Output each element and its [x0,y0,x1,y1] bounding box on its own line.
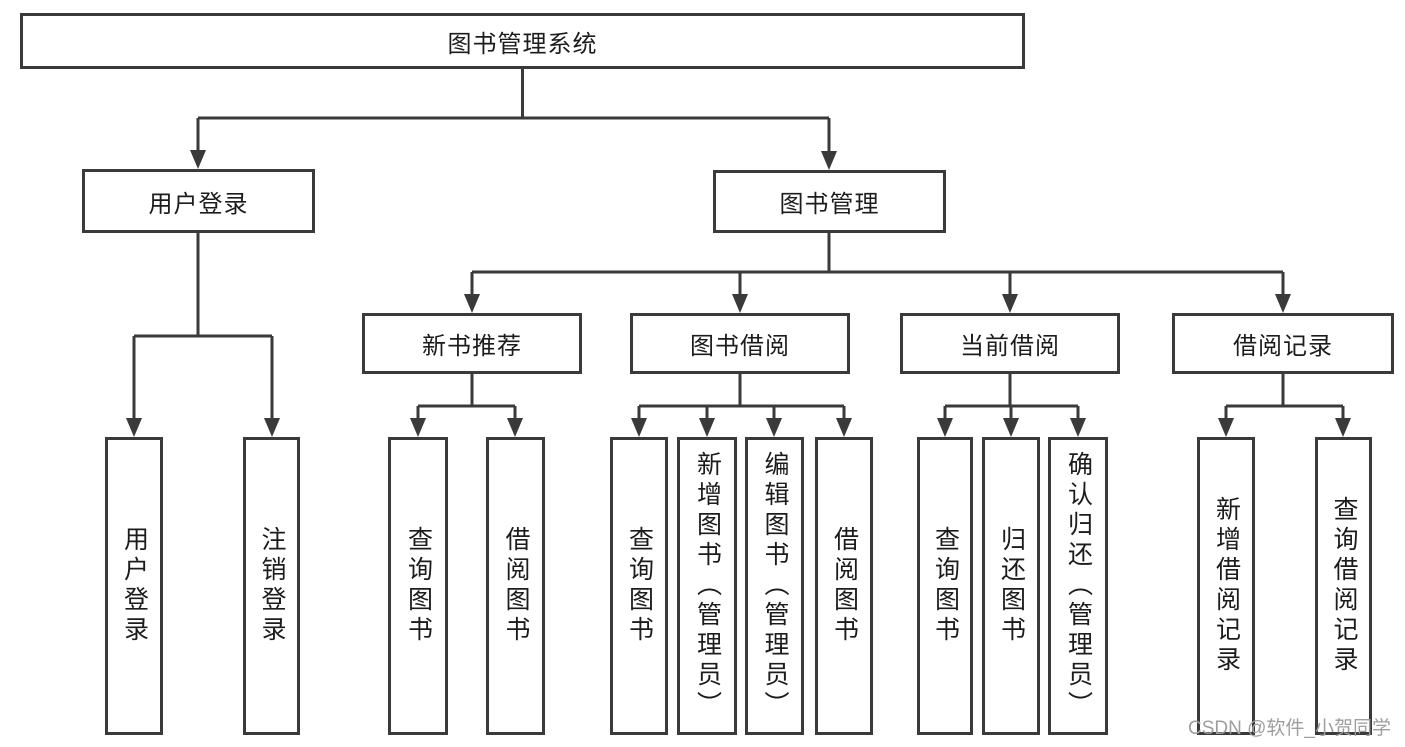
connector-user-login-to-leaves [126,233,280,437]
leaf-newbook-query-books-label: 查询图书 [404,526,433,646]
node-borrowing-records: 借阅记录 [1172,313,1394,374]
leaf-current-confirm-return-admin: 确认归还（管理员） [1048,437,1108,735]
leaf-borrow-borrow-books-label: 借阅图书 [830,526,859,646]
node-book-management: 图书管理 [713,170,946,233]
node-book-borrowing: 图书借阅 [630,313,850,374]
leaf-current-return-books-label: 归还图书 [997,526,1026,646]
leaf-newbook-query-books: 查询图书 [388,437,448,735]
node-current-borrowing: 当前借阅 [900,313,1120,374]
connector-book-borrow-to-leaves [631,374,852,437]
node-library-management-system: 图书管理系统 [20,13,1025,69]
leaf-current-query-books: 查询图书 [917,437,973,735]
leaf-newbook-borrow-books: 借阅图书 [486,437,545,735]
leaf-borrow-borrow-books: 借阅图书 [815,437,873,735]
leaf-borrow-edit-books-admin: 编辑图书（管理员） [745,437,804,735]
leaf-records-query-borrow-record-label: 查询借阅记录 [1330,496,1358,676]
leaf-newbook-borrow-books-label: 借阅图书 [502,526,530,646]
leaf-current-query-books-label: 查询图书 [931,526,960,646]
leaf-records-add-borrow-record: 新增借阅记录 [1197,437,1255,735]
leaf-borrow-query-books: 查询图书 [610,437,668,735]
connector-current-borrow-to-leaves [937,374,1086,437]
leaf-user-login: 用户登录 [105,437,163,735]
leaf-user-login-label: 用户登录 [120,526,149,646]
leaf-borrow-edit-books-admin-label: 编辑图书（管理员） [761,451,789,721]
leaf-current-confirm-return-admin-label: 确认归还（管理员） [1064,451,1093,721]
connector-borrow-records-to-leaves [1218,374,1351,437]
leaf-records-add-borrow-record-label: 新增借阅记录 [1212,496,1241,676]
csdn-watermark: CSDN @软件_小贺同学 [1188,718,1391,739]
leaf-borrow-query-books-label: 查询图书 [625,526,654,646]
leaf-borrow-add-books-admin-label: 新增图书（管理员） [693,451,722,721]
connector-new-book-to-leaves [410,374,523,437]
leaf-current-return-books: 归还图书 [982,437,1040,735]
leaf-logout-login-label: 注销登录 [258,526,286,646]
node-user-login: 用户登录 [82,169,315,233]
connector-book-management-to-level3 [464,233,1291,313]
connector-root-to-level2 [190,69,837,170]
node-new-book-recommend: 新书推荐 [362,313,582,374]
leaf-borrow-add-books-admin: 新增图书（管理员） [677,437,737,735]
leaf-logout-login: 注销登录 [243,437,300,735]
leaf-records-query-borrow-record: 查询借阅记录 [1315,437,1372,735]
